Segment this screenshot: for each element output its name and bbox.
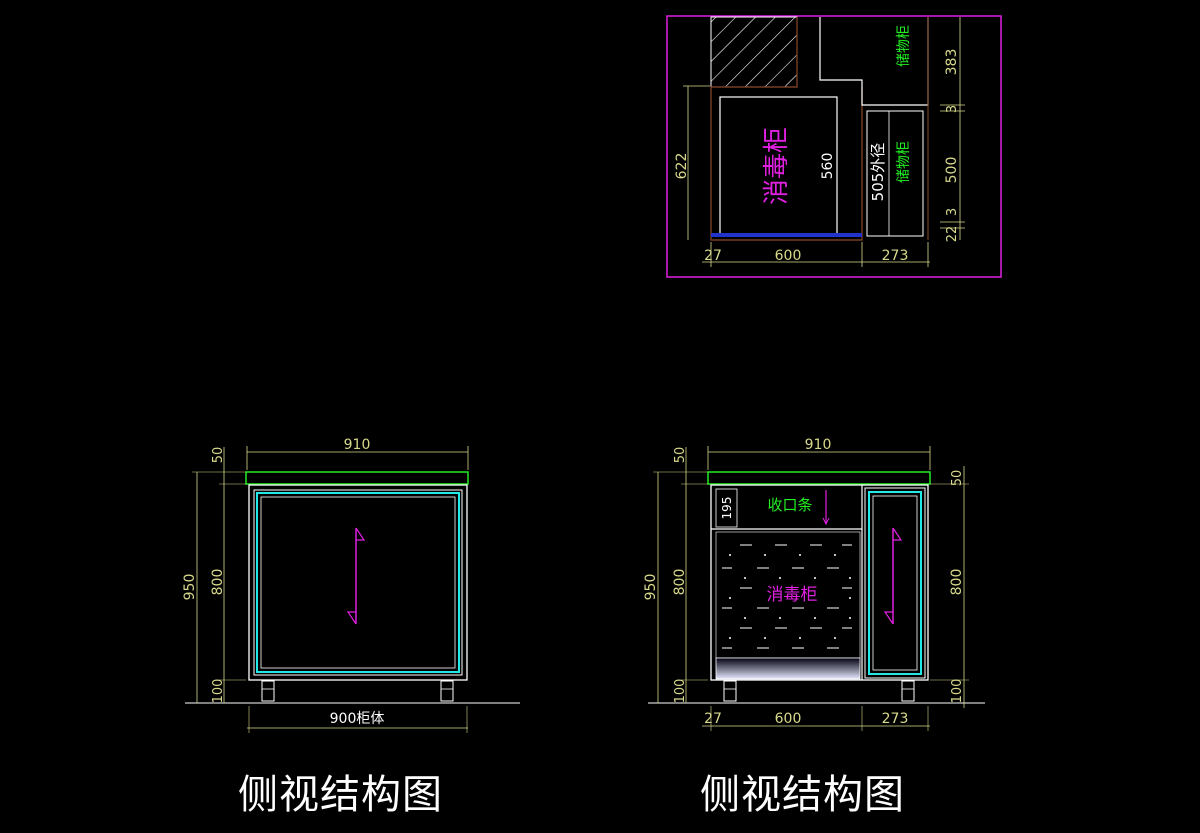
dim-100-right-label: 100 — [673, 679, 688, 704]
rack-dot — [764, 637, 766, 639]
leg-left — [261, 680, 275, 702]
trim-strip-box — [715, 488, 738, 528]
disinfection-rack-pattern — [722, 544, 852, 649]
plan-storage-box — [866, 110, 924, 237]
plan-storage-lower-label: 储物柜 — [896, 141, 912, 183]
rack-dot — [834, 637, 836, 639]
rack-dot — [834, 554, 836, 556]
dim-22-label: 22 — [945, 226, 960, 243]
disinfection-front-label: 消毒柜 — [767, 585, 818, 605]
dim-100-label: 100 — [211, 679, 226, 704]
dim-bottom-27-right-label: 27 — [704, 711, 722, 727]
plan-storage-upper-label: 储物柜 — [896, 25, 912, 67]
rack-dot — [814, 617, 816, 619]
rack-dot — [849, 617, 851, 619]
rack-dot — [849, 597, 851, 599]
dim-500-label: 500 — [944, 157, 960, 184]
right-door-outer — [864, 487, 926, 679]
rack-dot — [799, 554, 801, 556]
dim-800-label: 800 — [210, 569, 226, 596]
cabinet-body — [248, 484, 468, 681]
cabinet-body-right — [710, 484, 929, 681]
dim-950-label: 950 — [182, 574, 198, 601]
plan-hatched-wall — [710, 16, 798, 88]
cabinet-door-inner — [260, 496, 456, 669]
trim-strip-label: 收口条 — [767, 496, 812, 514]
leg-right — [440, 680, 454, 702]
cabinet-door-outer — [253, 489, 463, 676]
dim-50-right-label: 50 — [673, 447, 688, 464]
plan-border — [666, 15, 1002, 278]
door-swing-arrow-bottom — [346, 611, 357, 625]
dim-900-label: 900柜体 — [330, 711, 385, 727]
disinfection-rack-dots — [729, 554, 851, 639]
dim-622-label: 622 — [674, 153, 690, 180]
dim-910-right-label: 910 — [805, 437, 832, 453]
dim-800-right-label: 800 — [672, 569, 688, 596]
rack-dot — [779, 577, 781, 579]
leg-left-right — [723, 680, 737, 702]
trim-arrow-head — [822, 517, 830, 526]
rack-dot — [779, 617, 781, 619]
rack-dot — [849, 577, 851, 579]
dim-50-label: 50 — [211, 447, 226, 464]
dim-bottom-600-label: 600 — [775, 248, 802, 264]
dim-910-label: 910 — [344, 437, 371, 453]
cabinet-door-cyan — [256, 492, 460, 673]
top-plan-view: 622 560 消毒柜 505外径 储物柜 储物柜 383 3 500 3 22… — [666, 15, 1002, 278]
dim-560-label: 560 — [820, 153, 836, 180]
dim-3a-label: 3 — [945, 105, 960, 113]
disinfection-drawer — [715, 657, 861, 680]
plan-cabinet-outline — [710, 17, 863, 241]
rack-dot — [744, 617, 746, 619]
left-side-view: 910 50 950 800 100 900柜体 — [182, 437, 520, 733]
dim-right-100-label: 100 — [950, 679, 965, 704]
right-side-view: 910 195 收口条 消毒柜 — [643, 437, 985, 731]
right-door-cyan — [868, 491, 922, 675]
rack-dot — [744, 577, 746, 579]
dim-195-label: 195 — [720, 497, 734, 520]
plan-disinfection-label: 消毒柜 — [762, 127, 792, 205]
door-swing-arrow-top — [355, 527, 366, 541]
dim-3b-label: 3 — [945, 208, 960, 216]
dim-bottom-27-label: 27 — [704, 248, 722, 264]
rack-dot — [729, 554, 731, 556]
rack-dot — [764, 554, 766, 556]
right-door-swing-arrow-top — [892, 527, 903, 541]
dim-bottom-600-right-label: 600 — [775, 711, 802, 727]
right-view-caption: 侧视结构图 — [700, 772, 905, 818]
plan-outer-diameter-label: 505外径 — [869, 143, 887, 202]
dim-right-800-label: 800 — [949, 569, 965, 596]
right-door-inner — [872, 495, 918, 671]
right-door-swing-arrow-bottom — [883, 611, 894, 625]
dim-right-50-label: 50 — [950, 470, 965, 487]
rack-dot — [729, 597, 731, 599]
countertop-right — [707, 471, 931, 485]
dim-bottom-273-label: 273 — [882, 248, 909, 264]
rack-dot — [814, 577, 816, 579]
rack-dot — [729, 637, 731, 639]
left-view-caption: 侧视结构图 — [238, 772, 443, 818]
countertop — [245, 471, 469, 485]
rack-dot — [799, 637, 801, 639]
dim-bottom-273-right-label: 273 — [882, 711, 909, 727]
leg-right-right — [901, 680, 915, 702]
dim-950-right-label: 950 — [643, 574, 659, 601]
dim-383-label: 383 — [944, 49, 960, 76]
